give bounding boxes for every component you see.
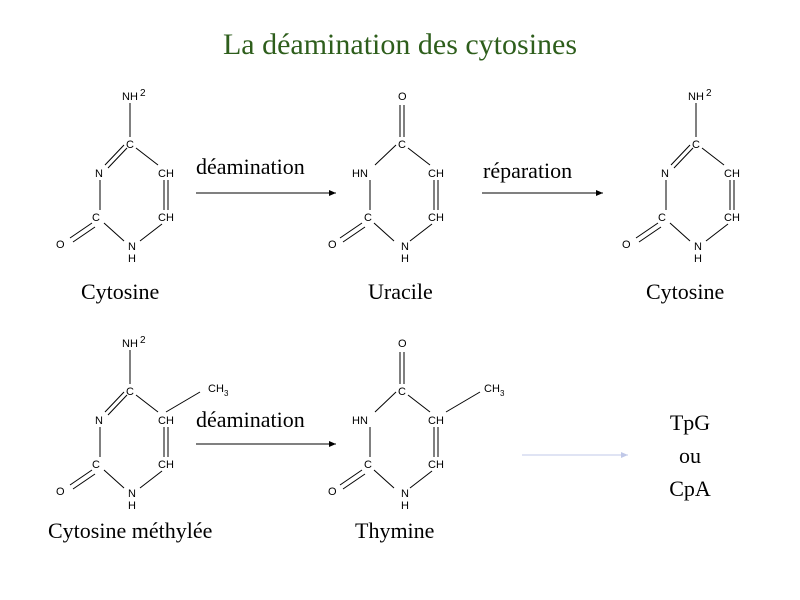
caption-cytosine-repaired: Cytosine [646, 279, 725, 304]
atom-ch: CH [428, 415, 444, 427]
atom-nh: NH [122, 338, 138, 350]
slide-title: La déamination des cytosines [222, 28, 578, 61]
molecule-cytosine: NH 2 C N CH C CH O N H [56, 88, 174, 265]
atom-c: C [92, 459, 100, 471]
label-deamination-2: déamination [196, 407, 305, 432]
atom-ch: CH [428, 459, 444, 471]
atom-c: C [398, 386, 406, 398]
atom-h: H [694, 253, 702, 265]
atom-o: O [622, 239, 631, 251]
atom-subscript-3: 3 [500, 389, 505, 398]
caption-uracile: Uracile [368, 279, 433, 304]
atom-o: O [328, 239, 337, 251]
caption-thymine: Thymine [355, 518, 435, 543]
atom-nh: NH [122, 91, 138, 103]
result-line-cpa: CpA [669, 476, 711, 501]
atom-n: N [128, 241, 136, 253]
atom-o: O [56, 239, 65, 251]
caption-cytosine: Cytosine [81, 279, 160, 304]
atom-o: O [398, 338, 407, 350]
atom-hn: HN [352, 168, 368, 180]
result-line-tpg: TpG [669, 410, 711, 435]
atom-c: C [364, 212, 372, 224]
atom-hn: HN [352, 415, 368, 427]
atom-c: C [364, 459, 372, 471]
atom-n: N [401, 241, 409, 253]
atom-subscript-2: 2 [140, 335, 146, 346]
atom-c: C [126, 386, 134, 398]
caption-methyl-cytosine: Cytosine méthylée [48, 518, 213, 543]
atom-h: H [401, 500, 409, 512]
molecule-cytosine-repaired: NH 2 C N CH C CH O N H [622, 88, 740, 265]
atom-ch: CH [158, 168, 174, 180]
molecule-methyl-cytosine: NH 2 C N CH C CH O N H CH 3 [56, 335, 229, 512]
atom-o: O [56, 486, 65, 498]
atom-ch: CH [724, 168, 740, 180]
result-line-ou: ou [679, 443, 701, 468]
atom-c: C [692, 139, 700, 151]
result-text: TpG ou CpA [640, 406, 740, 505]
atom-n: N [661, 168, 669, 180]
atom-n: N [401, 488, 409, 500]
atom-c: C [398, 139, 406, 151]
atom-c: C [658, 212, 666, 224]
molecule-uracile: O C HN CH C CH O N H [328, 91, 444, 265]
atom-n: N [694, 241, 702, 253]
atom-h: H [128, 253, 136, 265]
molecule-thymine: O C HN CH C CH O N H CH 3 [328, 338, 505, 512]
atom-ch: CH [158, 212, 174, 224]
atom-ch: CH [428, 212, 444, 224]
atom-ch: CH [428, 168, 444, 180]
label-deamination: déamination [196, 154, 305, 179]
atom-n: N [95, 168, 103, 180]
atom-methyl: CH [484, 383, 500, 395]
atom-n: N [128, 488, 136, 500]
atom-subscript-3: 3 [224, 389, 229, 398]
atom-subscript-2: 2 [140, 88, 146, 99]
atom-o: O [398, 91, 407, 103]
atom-ch: CH [158, 459, 174, 471]
atom-c: C [126, 139, 134, 151]
atom-c: C [92, 212, 100, 224]
atom-ch: CH [724, 212, 740, 224]
atom-methyl: CH [208, 383, 224, 395]
atom-h: H [128, 500, 136, 512]
atom-subscript-2: 2 [706, 88, 712, 99]
atom-nh: NH [688, 91, 704, 103]
label-reparation: réparation [483, 158, 573, 183]
atom-ch: CH [158, 415, 174, 427]
atom-o: O [328, 486, 337, 498]
atom-n: N [95, 415, 103, 427]
atom-h: H [401, 253, 409, 265]
